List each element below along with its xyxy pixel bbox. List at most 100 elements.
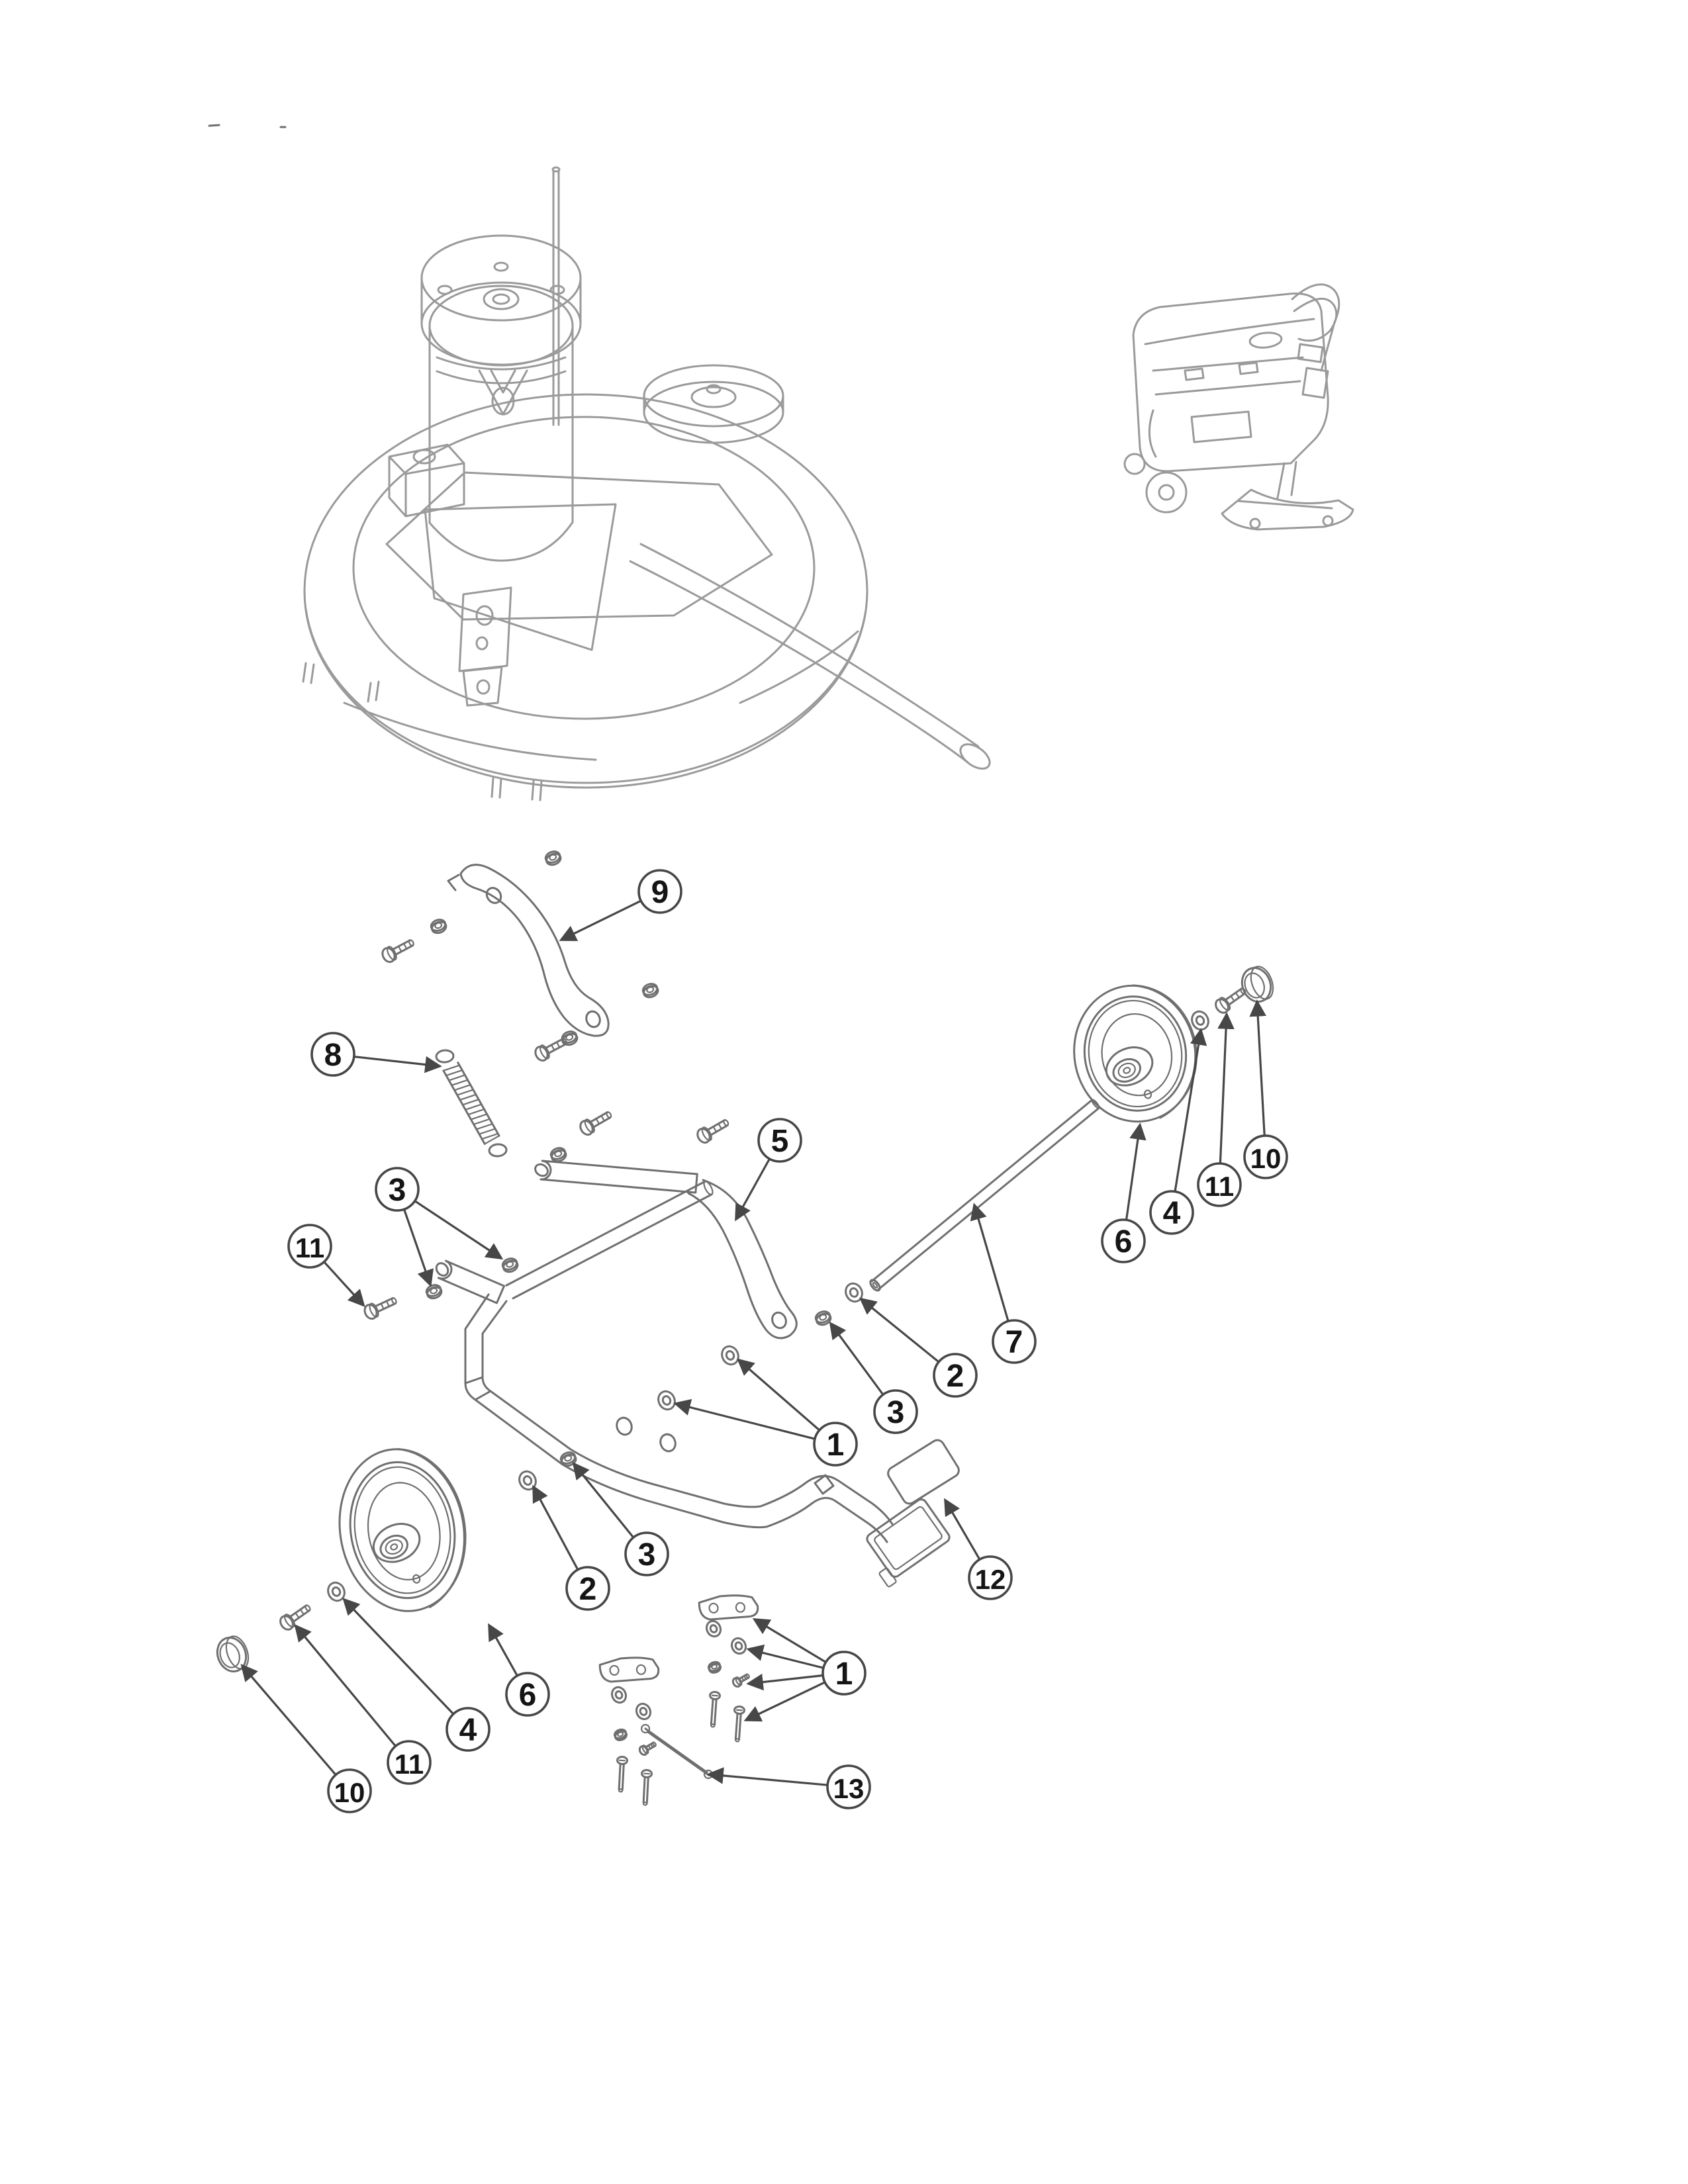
- ring: [506, 1261, 514, 1268]
- balloon-circle: [1197, 1162, 1242, 1207]
- machine-latches: [1184, 361, 1259, 381]
- plate-outline: [866, 1498, 951, 1578]
- machine-rear-hub: [1158, 484, 1175, 501]
- pedal-pad-part-12: [887, 1439, 960, 1505]
- balloon-number: 10: [334, 1777, 365, 1808]
- face-hole: [1143, 1089, 1152, 1099]
- machine-panel: [1297, 343, 1329, 399]
- ring: [1195, 1015, 1205, 1026]
- cap-bolt: [549, 285, 565, 295]
- balloon-number: 12: [975, 1564, 1006, 1595]
- balloon-circle: [287, 1224, 332, 1269]
- pivot-hole: [534, 1163, 549, 1177]
- balloon-circle: [757, 1118, 802, 1163]
- machine-seams: [1152, 356, 1304, 396]
- ring: [709, 1690, 721, 1701]
- leader-arrow: [414, 1200, 504, 1260]
- screw: [638, 1741, 657, 1756]
- gusset-plate-part-1: [598, 1657, 660, 1683]
- ring: [331, 1586, 342, 1597]
- ring: [390, 1543, 399, 1551]
- balloon-number: 11: [1205, 1171, 1234, 1202]
- ring: [641, 983, 659, 996]
- ring: [617, 1731, 624, 1737]
- pivot-hole: [435, 1262, 449, 1277]
- pedal-arm-bottom: [765, 1496, 888, 1543]
- ring: [606, 1111, 612, 1118]
- balloon-number: 4: [459, 1713, 477, 1748]
- balloon-circle: [992, 1319, 1037, 1364]
- wheel-part-6: [1073, 984, 1197, 1123]
- leader-arrow: [532, 1484, 579, 1570]
- ring: [549, 1147, 567, 1160]
- washer: [635, 1702, 652, 1721]
- balloon-circle: [505, 1672, 550, 1717]
- guide-rod-top: [551, 166, 561, 173]
- wheel-part-6: [338, 1447, 467, 1612]
- frame-channel-hole: [616, 1416, 633, 1436]
- washer-part-2: [518, 1470, 537, 1491]
- ring: [709, 1624, 718, 1633]
- callout-balloon-13: 13: [706, 1764, 871, 1809]
- bracket-hole: [475, 636, 489, 651]
- ring: [610, 1686, 628, 1704]
- callout-balloon-12: 12: [944, 1498, 1013, 1600]
- callout-balloon-11: 11: [294, 1624, 432, 1785]
- leader-arrow: [572, 1462, 634, 1538]
- ring: [434, 922, 443, 929]
- deck-skirt: [305, 608, 867, 784]
- balloon-number: 9: [651, 875, 669, 910]
- leader-arrow: [735, 1159, 771, 1222]
- ring: [730, 1637, 747, 1655]
- bore: [872, 1282, 878, 1289]
- ring: [564, 1455, 573, 1462]
- leader-arrow: [970, 1203, 1009, 1321]
- ring: [539, 1044, 550, 1060]
- ring: [708, 1602, 719, 1614]
- pulley-bolt: [706, 384, 722, 394]
- screw: [579, 1111, 612, 1136]
- ring: [579, 1120, 594, 1136]
- frame-right-arm: [687, 1179, 798, 1340]
- arm-9-hole: [485, 887, 502, 904]
- latch-rod-part-13: [640, 1723, 714, 1780]
- ring: [721, 1345, 739, 1366]
- leader-arrow: [559, 900, 641, 941]
- ring: [707, 1661, 722, 1672]
- ring: [561, 1038, 567, 1046]
- rim-ring: [349, 1461, 456, 1600]
- ring: [386, 946, 397, 961]
- deck-opening: [352, 416, 816, 720]
- balloon-circle: [387, 1740, 432, 1785]
- end-face: [869, 1279, 881, 1292]
- ring: [819, 1314, 827, 1321]
- ring: [430, 1287, 438, 1295]
- ring: [638, 1745, 649, 1756]
- machine-roof: [1144, 318, 1315, 345]
- locknut-part-3: [814, 1310, 832, 1326]
- leader-arrow: [746, 1644, 823, 1669]
- pad-outline: [887, 1439, 960, 1505]
- washer: [730, 1637, 747, 1655]
- gusset-plate-part-1: [698, 1594, 759, 1621]
- ring: [522, 1475, 533, 1486]
- deck-tabs: [302, 662, 543, 801]
- tube-end: [703, 1180, 714, 1196]
- ring: [710, 1723, 716, 1728]
- pulley-sides: [643, 394, 784, 414]
- callout-balloon-3: 3: [572, 1462, 669, 1576]
- callout-balloon-11: 11: [287, 1224, 365, 1307]
- dish: [367, 1482, 441, 1580]
- cap-bolt: [437, 285, 453, 295]
- ring: [616, 1755, 628, 1766]
- ring: [845, 1282, 863, 1303]
- face-hole: [412, 1574, 421, 1584]
- screw-part-11: [363, 1297, 397, 1320]
- ring: [369, 1302, 379, 1318]
- ring: [635, 1664, 647, 1675]
- latch-tab: [878, 1567, 897, 1588]
- washer-part-2: [845, 1282, 863, 1303]
- machine-vent: [1248, 332, 1283, 349]
- leader-arrow: [294, 1624, 397, 1747]
